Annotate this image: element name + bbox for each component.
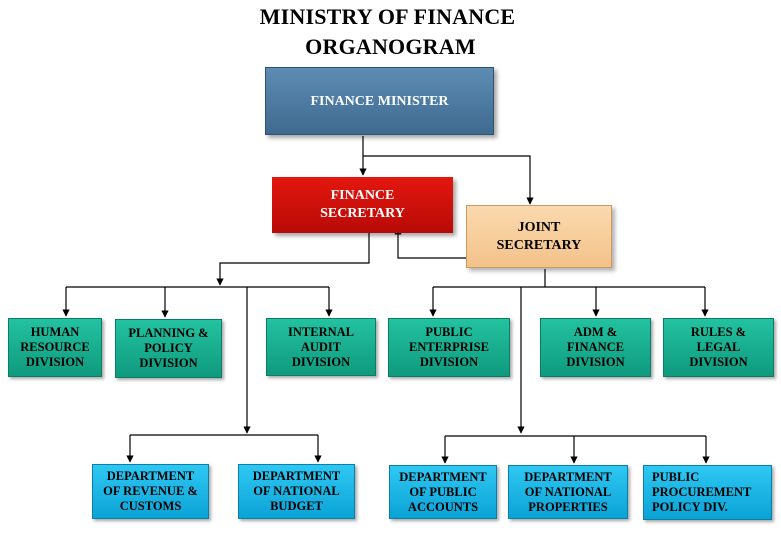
joint-secretary-box: JOINT SECRETARY <box>466 205 612 268</box>
human-resource-division-box: HUMAN RESOURCE DIVISION <box>8 318 102 377</box>
finance-secretary-box: FINANCE SECRETARY <box>272 177 453 233</box>
planning-policy-division-box: PLANNING & POLICY DIVISION <box>115 319 222 378</box>
public-enterprise-division-box: PUBLIC ENTERPRISE DIVISION <box>388 318 510 377</box>
connector-minister-joint <box>363 155 534 205</box>
adm-finance-division-box: ADM & FINANCE DIVISION <box>540 318 651 377</box>
chart-title-line-2: ORGANOGRAM <box>305 34 476 59</box>
department-public-accounts-box: DEPARTMENT OF PUBLIC ACCOUNTS <box>389 465 497 519</box>
department-national-budget-box: DEPARTMENT OF NATIONAL BUDGET <box>238 464 355 519</box>
public-procurement-policy-box: PUBLIC PROCUREMENT POLICY DIV. <box>643 465 772 520</box>
internal-audit-division-box: INTERNAL AUDIT DIVISION <box>266 318 376 376</box>
connector-secretary-branch <box>216 233 370 286</box>
rules-legal-division-box: RULES & LEGAL DIVISION <box>663 318 774 377</box>
finance-minister-box: FINANCE MINISTER <box>265 67 494 135</box>
chart-title-line-1: MINISTRY OF FINANCE <box>259 4 516 29</box>
connector-joint-secretary <box>394 227 466 259</box>
department-revenue-customs-box: DEPARTMENT OF REVENUE & CUSTOMS <box>92 464 209 519</box>
department-national-properties-box: DEPARTMENT OF NATIONAL PROPERTIES <box>508 465 628 519</box>
